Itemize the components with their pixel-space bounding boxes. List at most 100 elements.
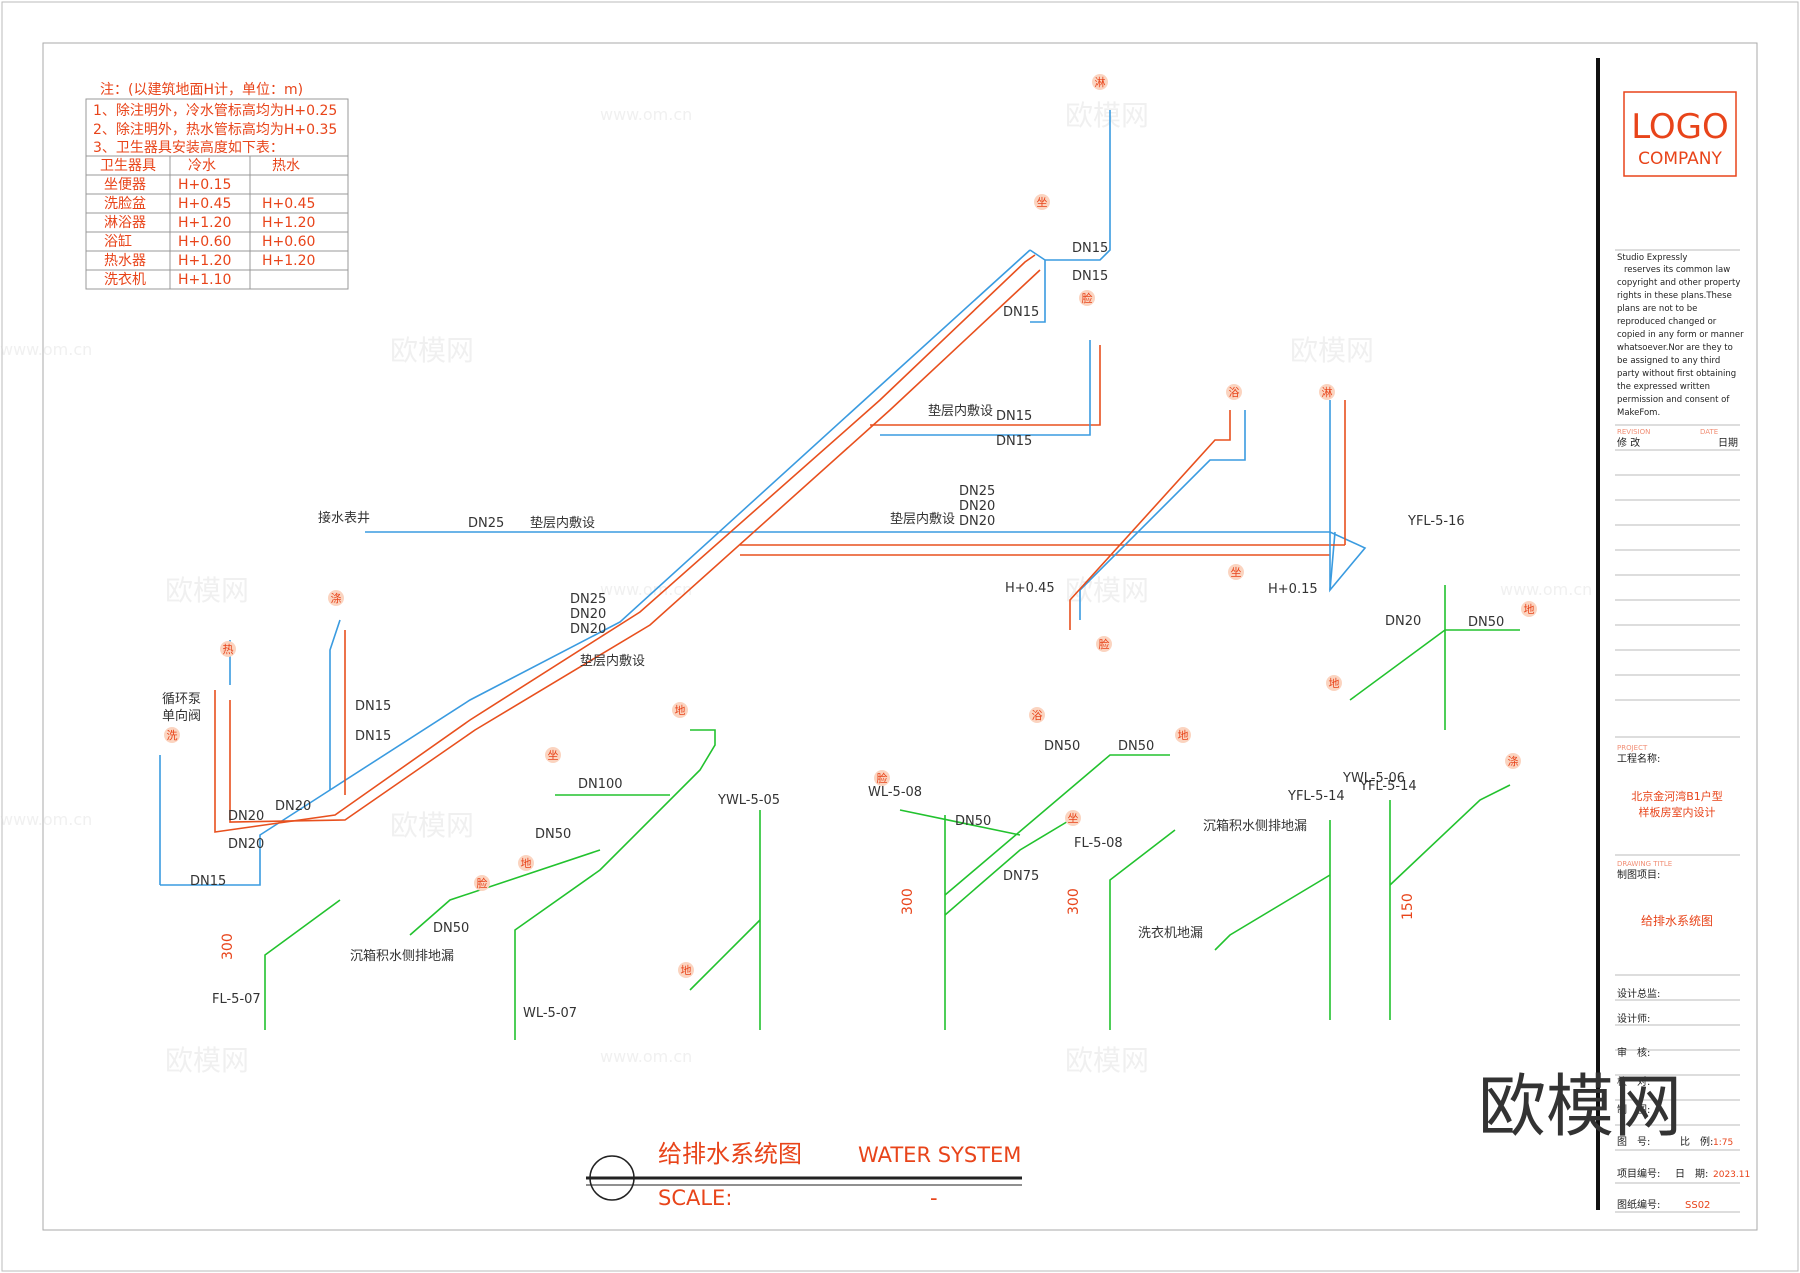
cold-branch-shower xyxy=(1045,110,1111,261)
revision-en: REVISION xyxy=(1617,428,1650,436)
watermark-text: 欧模网 xyxy=(165,574,249,607)
fixture-label: 坐 xyxy=(1231,566,1242,579)
cold-branch-mop xyxy=(329,619,341,790)
footer-title-cn: 给排水系统图 xyxy=(658,1140,802,1168)
copyright-line: MakeFom. xyxy=(1617,408,1660,418)
company-text: COMPANY xyxy=(1638,149,1722,169)
pipe-size-label: DN20 xyxy=(228,809,264,824)
drain-wl508-branch xyxy=(944,819,1071,916)
logo-text: LOGO xyxy=(1631,107,1729,147)
watermark-text: 欧模网 xyxy=(390,809,474,842)
dwg-no-value: SS02 xyxy=(1685,1200,1710,1211)
pipe-labels: 接水表井 DN25 垫层内敷设 垫层内敷设 垫层内敷设 垫层内敷设 DN25 D… xyxy=(162,241,1504,1021)
watermark-url: www.om.cn xyxy=(0,340,92,359)
project-name-1: 北京金河湾B1户型 xyxy=(1631,789,1723,803)
watermark-text: 欧模网 xyxy=(165,1044,249,1077)
stack-label: YFL-5-16 xyxy=(1407,514,1465,529)
hot-return-diagonal xyxy=(229,269,1041,823)
pipe-size-label: H+0.15 xyxy=(1268,582,1318,597)
fixture-label: 淋 xyxy=(1322,386,1333,399)
scale-label: 图 号: xyxy=(1617,1136,1650,1148)
pipe-size-label: DN15 xyxy=(1072,269,1108,284)
watermark-urls: www.om.cn www.om.cn www.om.cn www.om.cn … xyxy=(0,105,1592,1066)
cold-main-pipe xyxy=(365,531,1367,593)
in-layer-label: 垫层内敷设 xyxy=(530,515,595,531)
copyright-text: Studio Expressly reserves its common law… xyxy=(1617,253,1744,418)
copyright-line: Studio Expressly xyxy=(1617,253,1687,263)
watermarks: 欧模网 欧模网 欧模网 欧模网 欧模网 欧模网 欧模网 欧模网 xyxy=(165,99,1374,1077)
stack-label: WL-5-07 xyxy=(523,1006,577,1021)
copyright-line: be assigned to any third xyxy=(1617,356,1720,366)
pipe-size-label: DN25 xyxy=(570,592,606,607)
date-en: DATE xyxy=(1700,428,1718,436)
drawing-item-label: 制图项目: xyxy=(1617,868,1660,881)
height-300: 300 xyxy=(220,933,236,960)
table-cell: H+1.20 xyxy=(262,215,315,231)
pipe-size-label: DN15 xyxy=(190,874,226,889)
pipe-size-label: DN15 xyxy=(355,729,391,744)
fixture-label: 地 xyxy=(1178,729,1189,742)
project-en: PROJECT xyxy=(1617,744,1648,752)
pipe-size-label: DN50 xyxy=(535,827,571,842)
copyright-line: plans are not to be xyxy=(1617,304,1697,314)
fixture-label: 地 xyxy=(675,704,686,717)
cold-branch-upper xyxy=(1029,249,1046,323)
pipe-size-label: H+0.45 xyxy=(1005,581,1055,596)
watermark-url: www.om.cn xyxy=(1500,580,1592,599)
watermark-url: www.om.cn xyxy=(600,1047,692,1066)
pipe-size-label: DN15 xyxy=(355,699,391,714)
footer-title-en: WATER SYSTEM xyxy=(858,1143,1021,1167)
floor-drain-icon: 地 xyxy=(518,855,534,871)
copyright-line: copyright and other property xyxy=(1617,278,1740,288)
pipe-size-label: DN20 xyxy=(1385,614,1421,629)
drain-wl508-diag xyxy=(944,754,1170,896)
drain-yfl516-diag xyxy=(1349,629,1446,701)
fixture-label: 坐 xyxy=(1037,196,1048,209)
fixture-label: 涤 xyxy=(1508,754,1519,768)
table-cell: 浴缸 xyxy=(104,233,132,250)
copyright-line: party without first obtaining xyxy=(1617,369,1736,379)
height-markers: 300 300 300 150 xyxy=(220,888,1416,960)
drain-ywl506-branch xyxy=(1389,784,1511,886)
footer-title: 给排水系统图 WATER SYSTEM SCALE: - xyxy=(586,1140,1022,1210)
date-value: 2023.11 xyxy=(1713,1170,1750,1180)
fixture-label: 脸 xyxy=(877,771,888,785)
notes-table: 注：(以建筑地面H计，单位：m) 1、除注明外，冷水管标高均为H+0.25 2、… xyxy=(85,82,349,290)
fixture-label: 地 xyxy=(681,964,692,977)
valve-label: 单向阀 xyxy=(162,708,201,724)
floor-drain-label: 沉箱积水侧排地漏 xyxy=(1203,818,1307,834)
basin-icon: 脸 xyxy=(1096,636,1112,652)
pipe-size-label: DN15 xyxy=(996,434,1032,449)
drawing-title-en: DRAWING TITLE xyxy=(1617,860,1672,868)
table-cell: H+0.45 xyxy=(178,196,231,212)
pipe-size-label: DN50 xyxy=(1468,615,1504,630)
date-label-2: 日 期: xyxy=(1675,1168,1708,1180)
inner-border xyxy=(42,42,1758,1231)
table-cell: H+1.20 xyxy=(262,253,315,269)
fixture-label: 地 xyxy=(1329,677,1340,690)
pipe-size-label: DN50 xyxy=(955,814,991,829)
stack-label: WL-5-08 xyxy=(868,785,922,800)
stack-label: FL-5-08 xyxy=(1074,836,1123,851)
stack-label: YFL-5-14 xyxy=(1287,789,1345,804)
toilet-icon: 坐 xyxy=(1065,810,1081,826)
cold-branch-right xyxy=(1079,410,1246,620)
washer-drain-label: 洗衣机地漏 xyxy=(1138,925,1203,941)
basin-icon: 脸 xyxy=(1079,290,1095,306)
stack-label: YWL-5-05 xyxy=(717,793,780,808)
fixture-label: 地 xyxy=(1524,603,1535,616)
table-grid xyxy=(86,155,348,289)
cold-riser-diagonal xyxy=(160,249,1031,886)
height-300: 300 xyxy=(900,888,916,915)
pipe-size-label: DN20 xyxy=(959,514,995,529)
table-cell: 洗衣机 xyxy=(104,272,146,288)
height-150: 150 xyxy=(1400,893,1416,920)
drain-yfl514-branch xyxy=(1214,874,1331,951)
footer-scale-value: - xyxy=(930,1186,938,1210)
pipe-size-label: DN15 xyxy=(1072,241,1108,256)
table-cell: 淋浴器 xyxy=(104,215,146,231)
cold-branch-basin xyxy=(880,340,1091,436)
fixture-label: 坐 xyxy=(1068,812,1079,825)
director-label: 设计总监: xyxy=(1617,987,1660,1000)
